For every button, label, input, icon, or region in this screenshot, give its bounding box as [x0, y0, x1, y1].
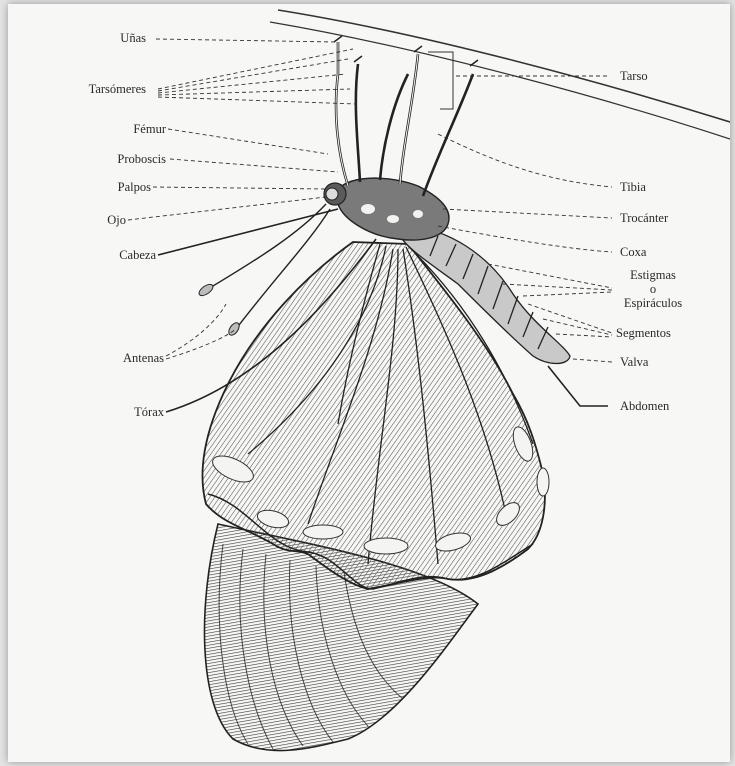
label-antenas: Antenas [48, 351, 164, 365]
twig [278, 10, 730, 122]
label-tibia: Tibia [620, 180, 646, 194]
label-estigmas: Estigmas [608, 268, 698, 282]
label-tarso: Tarso [620, 69, 648, 83]
label-trocanter: Trocánter [620, 211, 668, 225]
label-palpos: Palpos [48, 180, 151, 194]
thorax-body [338, 178, 449, 240]
label-segmentos: Segmentos [616, 326, 671, 340]
label-proboscis: Proboscis [48, 152, 166, 166]
eye [326, 188, 338, 200]
label-abdomen: Abdomen [620, 399, 669, 413]
label-espiraculos: Espiráculos [608, 296, 698, 310]
diagram-sheet: Uñas Tarsómeres Fémur Proboscis Palpos O… [8, 4, 730, 762]
label-tarsomeres: Tarsómeres [48, 82, 146, 96]
legs [336, 42, 473, 196]
label-cabeza: Cabeza [48, 248, 156, 262]
label-o: o [608, 282, 698, 296]
label-torax: Tórax [48, 405, 164, 419]
label-ojo: Ojo [48, 213, 126, 227]
label-valva: Valva [620, 355, 648, 369]
label-femur: Fémur [68, 122, 166, 136]
label-coxa: Coxa [620, 245, 646, 259]
label-unas: Uñas [68, 31, 146, 45]
butterfly-illustration [8, 4, 730, 762]
